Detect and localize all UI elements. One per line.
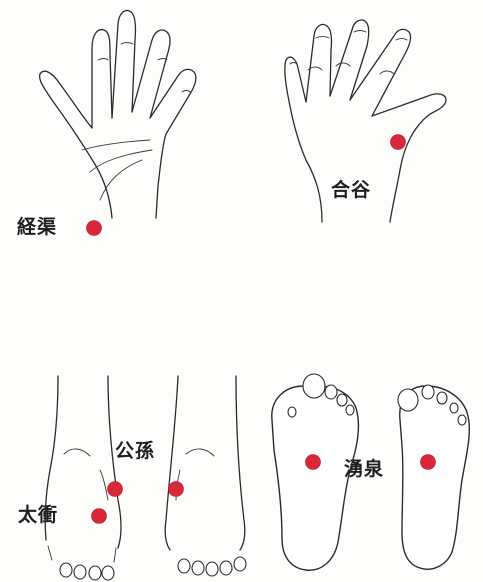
- point-keikyo-marker: [87, 221, 102, 236]
- point-yusen-marker-left: [306, 455, 321, 470]
- feet-dorsal: [45, 376, 246, 580]
- label-koson: 公孫: [115, 442, 155, 461]
- point-goukoku-marker: [391, 135, 406, 150]
- label-yusen: 湧泉: [344, 460, 384, 479]
- label-keikyo: 経渠: [17, 218, 57, 237]
- point-yusen-marker-right: [421, 455, 436, 470]
- label-taisho: 太衝: [18, 506, 58, 525]
- point-koson-marker-right: [169, 482, 184, 497]
- label-goukoku: 合谷: [331, 181, 371, 200]
- point-koson-marker-left: [108, 482, 123, 497]
- point-taisho-marker: [92, 509, 107, 524]
- palm-hand: [40, 11, 196, 219]
